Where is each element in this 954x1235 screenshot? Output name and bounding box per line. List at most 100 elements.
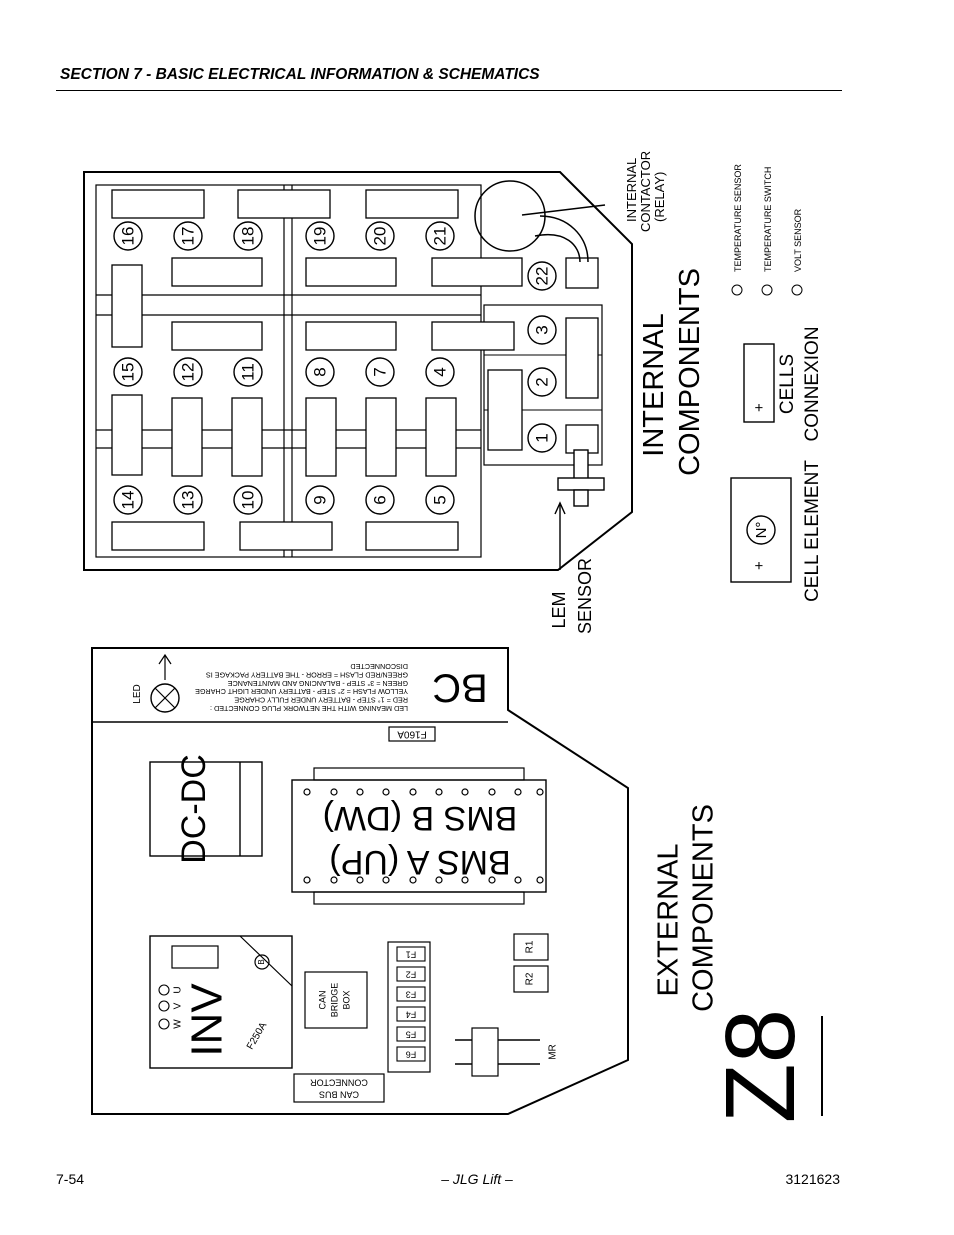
cell-circle bbox=[233, 485, 263, 515]
doc-number: 3121623 bbox=[785, 1171, 840, 1187]
internal-title-2: COMPONENTS bbox=[674, 268, 706, 476]
led-note-line: DISCONNECTED bbox=[350, 662, 408, 671]
fuse-slot bbox=[396, 966, 426, 982]
bms-pin bbox=[303, 788, 311, 796]
can-bus-labels: CAN BUS CONNECTOR bbox=[310, 1078, 368, 1100]
legend-temp-switch: TEMPERATURE SWITCH bbox=[763, 167, 773, 272]
legend-cell-number: N° bbox=[753, 522, 770, 539]
lem-sensor bbox=[554, 449, 605, 570]
cell-number: 22 bbox=[532, 267, 551, 286]
led-indicator bbox=[150, 683, 180, 713]
bms-pin bbox=[514, 876, 522, 884]
fuse-slot bbox=[396, 1026, 426, 1042]
fuse-slot bbox=[396, 1046, 426, 1062]
cell-circle bbox=[305, 357, 335, 387]
cell-circle bbox=[173, 485, 203, 515]
bms-pin bbox=[536, 876, 544, 884]
fuse-rack bbox=[387, 941, 431, 1073]
bms-b-label: BMS B (DW) bbox=[323, 799, 518, 837]
cell-number: 20 bbox=[370, 227, 389, 246]
contactor-label-3: (RELAY) bbox=[652, 172, 667, 222]
cell-circle bbox=[527, 367, 557, 397]
cell-number: 2 bbox=[532, 377, 551, 386]
bms-pin bbox=[461, 788, 469, 796]
battery-pack-outline bbox=[83, 171, 633, 571]
model-label: Z8 bbox=[705, 1009, 815, 1123]
cell-circle bbox=[113, 357, 143, 387]
cell-2: 2 bbox=[527, 367, 557, 397]
cell-12: 12 bbox=[173, 357, 203, 387]
legend-cell-plus: + bbox=[751, 561, 768, 570]
cell-22: 22 bbox=[527, 261, 557, 291]
legend-cells-label-1: CELLS bbox=[777, 354, 798, 414]
cell-circle bbox=[365, 221, 395, 251]
cell-circle bbox=[527, 423, 557, 453]
header-rule bbox=[56, 90, 842, 91]
phase-label: W bbox=[173, 1019, 184, 1029]
phase-terminals bbox=[158, 984, 170, 1030]
bms-pin bbox=[303, 876, 311, 884]
bms-pin bbox=[488, 788, 496, 796]
cell-number: 10 bbox=[238, 491, 257, 510]
b-mark: B bbox=[257, 959, 266, 964]
cell-number: 21 bbox=[430, 227, 449, 246]
cell-number: 8 bbox=[310, 367, 329, 376]
bms-pin bbox=[409, 876, 417, 884]
cell-10: 10 bbox=[233, 485, 263, 515]
section-title: SECTION 7 - BASIC ELECTRICAL INFORMATION… bbox=[60, 66, 540, 83]
cell-connectors bbox=[111, 189, 599, 551]
dcdc-block bbox=[149, 761, 263, 857]
fuse-slot bbox=[396, 1006, 426, 1022]
cell-circle bbox=[365, 357, 395, 387]
bms-pin bbox=[435, 788, 443, 796]
page-number: 7-54 bbox=[56, 1171, 85, 1187]
cell-number: 3 bbox=[532, 325, 551, 334]
cell-21: 21 bbox=[425, 221, 455, 251]
cell-number: 15 bbox=[118, 363, 137, 382]
can-bus-label: CAN BUS bbox=[319, 1090, 359, 1100]
cell-number: 12 bbox=[178, 363, 197, 382]
led-note-line: RED = 1° STEP - BATTERY UNDER FULLY CHAR… bbox=[234, 696, 408, 705]
fuse-slot bbox=[396, 946, 426, 962]
cell-number: 4 bbox=[430, 367, 449, 376]
cell-circle bbox=[173, 357, 203, 387]
bms-pin bbox=[382, 788, 390, 796]
led-note-line: GREEN = 3° STEP - BALANCING AND MAINTENA… bbox=[228, 679, 408, 688]
led-notes: LED MEANING WITH THE NETWORK PLUG CONNEC… bbox=[195, 662, 408, 713]
fuse-label: F3 bbox=[406, 990, 417, 1000]
can-bridge-box bbox=[304, 971, 368, 1029]
legend-temp-sensor: TEMPERATURE SENSOR bbox=[733, 164, 743, 272]
fuse-slot bbox=[396, 986, 426, 1002]
bms-pin bbox=[461, 876, 469, 884]
bc-label: BC bbox=[432, 665, 488, 709]
contactor-label-1: INTERNAL bbox=[624, 158, 639, 222]
cell-circle bbox=[527, 261, 557, 291]
bms-pin bbox=[435, 876, 443, 884]
legend-volt-sensor: VOLT SENSOR bbox=[793, 208, 803, 272]
cell-16: 16 bbox=[113, 221, 143, 251]
dcdc-label: DC-DC bbox=[175, 754, 213, 864]
cell-circle bbox=[233, 221, 263, 251]
led-label: LED bbox=[132, 684, 143, 703]
legend-cells-label-2: CONNEXION bbox=[802, 326, 823, 441]
fuse-label: F4 bbox=[406, 1010, 417, 1020]
fuse-label: F6 bbox=[406, 1050, 417, 1060]
cell-number: 17 bbox=[178, 227, 197, 246]
bms-pins bbox=[303, 788, 544, 884]
cell-number: 5 bbox=[430, 495, 449, 504]
external-title-1: EXTERNAL bbox=[653, 843, 685, 996]
can-bus-label: CONNECTOR bbox=[310, 1078, 368, 1088]
cell-8: 8 bbox=[305, 357, 335, 387]
cell-number: 1 bbox=[532, 433, 551, 442]
legend bbox=[730, 284, 803, 583]
r2-label: R2 bbox=[525, 972, 536, 985]
mr-label: MR bbox=[548, 1044, 559, 1060]
cell-1: 1 bbox=[527, 423, 557, 453]
cell-circle bbox=[425, 357, 455, 387]
led-note-line: LED MEANING WITH THE NETWORK PLUG CONNEC… bbox=[210, 704, 408, 713]
cell-circle bbox=[527, 315, 557, 345]
cell-17: 17 bbox=[173, 221, 203, 251]
